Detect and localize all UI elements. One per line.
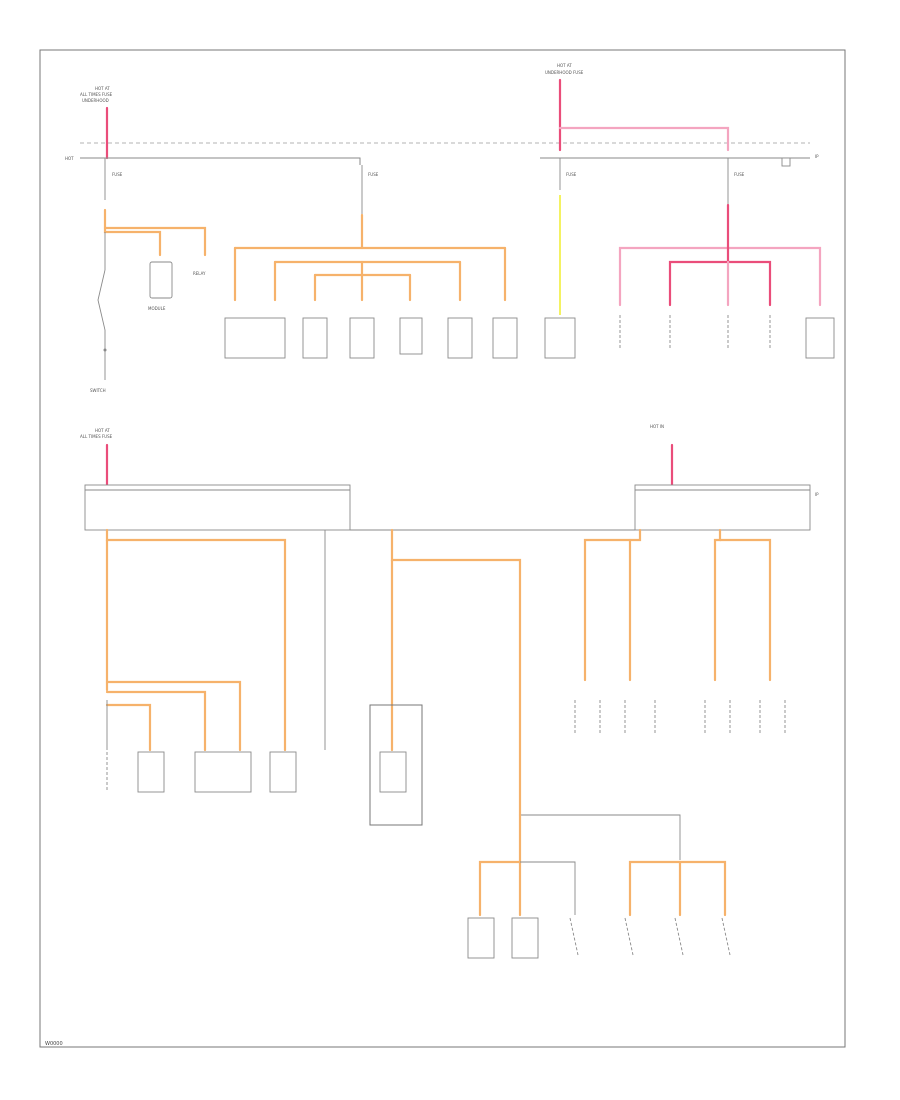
right-component-5: [805, 317, 835, 359]
svg-text:MODULE: MODULE: [148, 306, 166, 311]
svg-text:UNDERHOOD: UNDERHOOD: [82, 98, 109, 103]
right-branch-wire: [558, 126, 730, 152]
bottom-switch-4: [721, 917, 731, 956]
svg-text:FUSE: FUSE: [734, 172, 745, 177]
mid-left-component-1: [137, 751, 165, 793]
mid-left-sub-bus: [105, 680, 242, 752]
left-component-1: [149, 261, 173, 299]
bottom-right-cluster: [628, 860, 682, 917]
mid-right-wire-b: [713, 528, 722, 682]
left-cluster-wire-b: [103, 226, 207, 257]
center-component-2: [302, 317, 328, 359]
svg-text:FUSE: FUSE: [368, 172, 379, 177]
bottom-component-2: [511, 917, 539, 959]
svg-text:FUSE: FUSE: [566, 172, 577, 177]
mid-right-wire-a: [583, 528, 642, 682]
top-right-source-label: HOT AT UNDERHOOD FUSE: [545, 63, 584, 75]
center-component-5: [447, 317, 473, 359]
center-mid-component: [379, 751, 407, 793]
svg-text:HOT AT: HOT AT: [95, 86, 110, 91]
footer-code: W0000: [45, 1041, 63, 1047]
svg-text:IP: IP: [815, 492, 819, 497]
mid-right-source-label: HOT IN: [650, 424, 664, 429]
junction-block-left: [84, 484, 351, 531]
center-mid-feed: [390, 528, 522, 817]
mid-left-component-3: [269, 751, 297, 793]
right-cluster-top: [618, 246, 822, 307]
center-mid-module-enclosure: [369, 704, 423, 826]
svg-text:RELAY: RELAY: [193, 271, 206, 276]
diagram-frame: [39, 49, 846, 1048]
center-component-6: [492, 317, 518, 359]
top-bus-left-label: HOT: [65, 156, 74, 161]
left-cluster-wire-a: [103, 208, 162, 257]
mid-left-source-label: HOT AT: [95, 428, 110, 433]
center-component-1: [224, 317, 286, 359]
ignition-switch-label: SWITCH: [90, 388, 106, 393]
bottom-distribution-bus: [520, 814, 681, 860]
bottom-switch-2: [624, 917, 634, 956]
junction-block-right: [634, 484, 811, 531]
svg-text:ALL TIMES FUSE: ALL TIMES FUSE: [80, 92, 113, 97]
bottom-switch-1: [569, 917, 579, 956]
top-bus-right-label: IP: [815, 154, 819, 159]
svg-text:UNDERHOOD FUSE: UNDERHOOD FUSE: [545, 70, 584, 75]
center-component-4: [399, 317, 423, 355]
svg-text:FUSE: FUSE: [112, 172, 123, 177]
bottom-switch-3: [674, 917, 684, 956]
svg-text:ALL TIMES FUSE: ALL TIMES FUSE: [80, 434, 113, 439]
svg-text:HOT AT: HOT AT: [557, 63, 572, 68]
top-left-bus: [105, 157, 361, 165]
center-component-3: [349, 317, 375, 359]
yellow-component: [544, 317, 576, 359]
top-left-source-label: HOT AT ALL TIMES FUSE UNDERHOOD: [80, 86, 113, 103]
bottom-left-cluster: [478, 813, 522, 917]
top-right-fuse-block: [781, 157, 791, 167]
mid-left-main-wire: [105, 528, 287, 752]
bottom-component-1: [467, 917, 495, 959]
right-cluster-mid: [668, 260, 772, 307]
ignition-switch-symbol: [97, 269, 106, 350]
mid-left-component-2: [194, 751, 252, 793]
